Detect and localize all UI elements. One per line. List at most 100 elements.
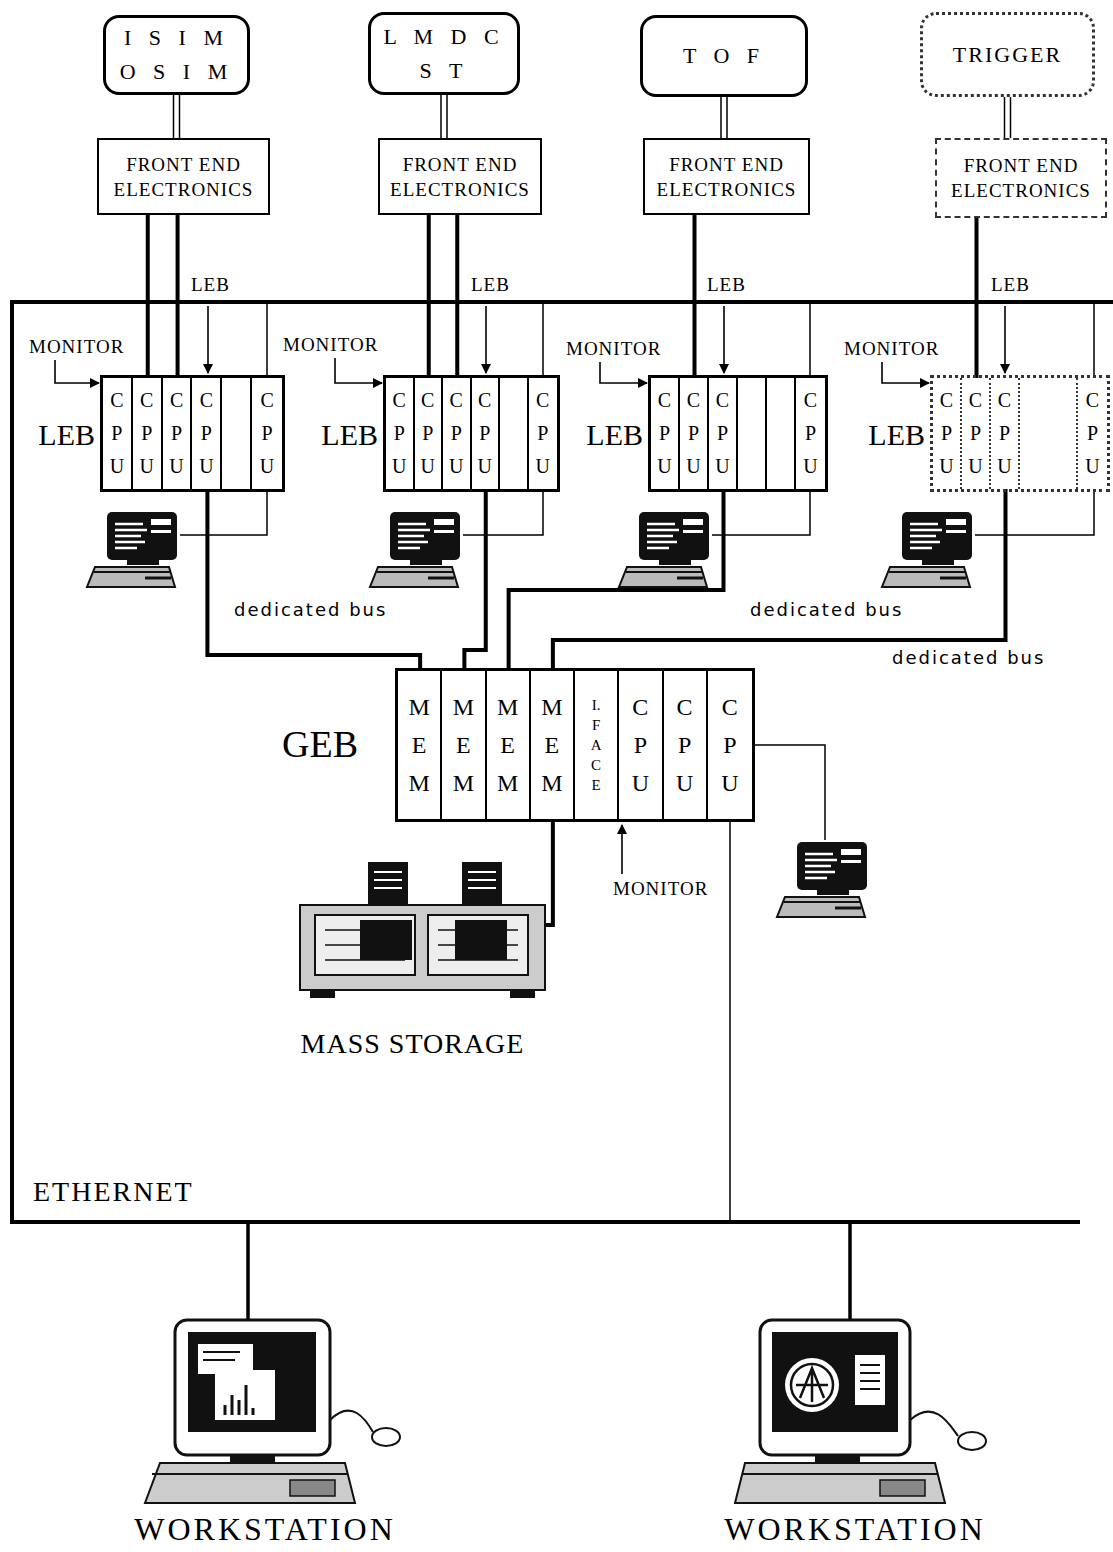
art-part <box>510 990 535 998</box>
art-part <box>723 306 725 373</box>
front-end-box: FRONT END ELECTRONICS <box>378 138 542 215</box>
front-end-label: FRONT END ELECTRONICS <box>103 152 264 202</box>
empty-slot <box>1020 378 1078 489</box>
empty-slot <box>738 378 767 489</box>
cpu-slot: C P U <box>709 378 738 489</box>
annotation-label: MONITOR <box>843 338 940 360</box>
art-part <box>12 302 1113 1222</box>
heading-holder: LEB <box>321 417 378 450</box>
cpu-slot: C P U <box>386 378 415 489</box>
global-event-builder-crate: GEBM E MM E MM E MM E MI. F A C EC P UC … <box>395 668 755 822</box>
heading-holder: LEB <box>586 417 643 450</box>
art-part <box>455 920 507 960</box>
detector-label: TRIGGER <box>953 38 1062 72</box>
slot-label: C P U <box>475 384 495 483</box>
slot-label: C P U <box>418 384 438 483</box>
signal-cable <box>176 215 180 378</box>
module-slot: M E M <box>531 671 575 819</box>
caption-label: MASS STORAGE <box>301 1028 525 1060</box>
empty-slot <box>500 378 529 489</box>
slot-label: C P U <box>389 384 409 483</box>
art-part <box>882 512 972 587</box>
art-part <box>742 1473 938 1475</box>
slot-label: C P U <box>167 384 187 483</box>
art-part <box>215 1370 275 1420</box>
signal-cable <box>545 819 553 925</box>
cpu-slot: C P U <box>933 378 962 489</box>
detector-label: L M D C S T <box>379 20 509 88</box>
slot-label: C P U <box>684 384 704 483</box>
annotation-label: MONITOR <box>28 336 125 358</box>
annotation-label: MONITOR <box>612 878 709 900</box>
front-end-label: FRONT END ELECTRONICS <box>384 152 536 202</box>
art-part <box>175 1320 330 1455</box>
network-label: ETHERNET <box>32 1176 195 1208</box>
art-part <box>374 872 496 888</box>
art-part <box>730 745 825 1222</box>
slot-label: C P U <box>655 384 675 483</box>
art-part <box>910 1412 958 1436</box>
art-part <box>785 1358 839 1412</box>
heading-holder: LEB <box>38 417 95 450</box>
cpu-slot: C P U <box>443 378 472 489</box>
art-part <box>600 362 647 383</box>
art-part <box>300 905 545 990</box>
empty-slot <box>222 378 252 489</box>
heading-holder: GEB <box>282 724 358 766</box>
crate-heading: LEB <box>868 417 925 450</box>
slot-label: C P U <box>995 384 1015 483</box>
art-part <box>290 1480 335 1496</box>
module-slot: M E M <box>398 671 442 819</box>
crate-heading: GEB <box>282 724 358 766</box>
art-part <box>87 512 177 587</box>
front-end-label: FRONT END ELECTRONICS <box>649 152 804 202</box>
edge-label: dedicated bus <box>748 600 905 621</box>
art-part <box>796 1368 828 1402</box>
detector-box: T O F <box>640 15 808 97</box>
slot-label: C P U <box>673 688 697 802</box>
art-part <box>225 1385 253 1415</box>
cpu-slot: C P U <box>962 378 991 489</box>
signal-cable <box>693 215 697 378</box>
front-end-box: FRONT END ELECTRONICS <box>97 138 270 215</box>
workstation-drawing-right <box>735 1320 986 1503</box>
dedicated-bus <box>553 489 1006 671</box>
art-part <box>370 512 460 587</box>
crate-heading: LEB <box>321 417 378 450</box>
slot-label: C P U <box>137 384 157 483</box>
signal-cable <box>441 95 447 138</box>
edge-label: dedicated bus <box>232 600 389 621</box>
monitor-arrows <box>55 358 929 874</box>
slot-label: M E M <box>496 688 520 802</box>
cpu-slot: C P U <box>103 378 133 489</box>
art-part <box>198 1344 253 1374</box>
signal-cable <box>975 218 979 378</box>
annotation-label: MONITOR <box>282 334 379 356</box>
slot-label: C P U <box>1083 384 1103 483</box>
workstation-drawing-left <box>145 1320 400 1503</box>
mass-storage: MASS STORAGE <box>280 860 545 1060</box>
workstation: WORKSTATION <box>110 1318 420 1548</box>
art-part <box>815 1455 860 1463</box>
slot-label: I. F A C E <box>589 695 604 795</box>
slot-label: C P U <box>446 384 466 483</box>
front-end-box: FRONT END ELECTRONICS <box>935 138 1107 218</box>
art-part <box>791 1364 833 1406</box>
local-event-builder-crate: LEBC P UC P UC P UC P U <box>930 375 1110 492</box>
slot-label: C P U <box>966 384 986 483</box>
slot-label: C P U <box>533 384 553 483</box>
slot-label: C P U <box>196 384 216 483</box>
cpu-slot: C P U <box>1078 378 1107 489</box>
crate-heading: LEB <box>586 417 643 450</box>
cpu-slot: C P U <box>252 378 282 489</box>
slot-label: C P U <box>628 688 652 802</box>
art-part <box>230 1455 275 1463</box>
local-event-builder-crate: LEBC P UC P UC P UC P UC P U <box>383 375 560 492</box>
art-part <box>777 842 867 917</box>
module-slot: I. F A C E <box>575 671 619 819</box>
caption-label: WORKSTATION <box>724 1511 986 1548</box>
art-part <box>772 1332 898 1432</box>
local-event-builder-crate: LEBC P UC P UC P UC P UC P U <box>100 375 285 492</box>
slot-label: M E M <box>540 688 564 802</box>
